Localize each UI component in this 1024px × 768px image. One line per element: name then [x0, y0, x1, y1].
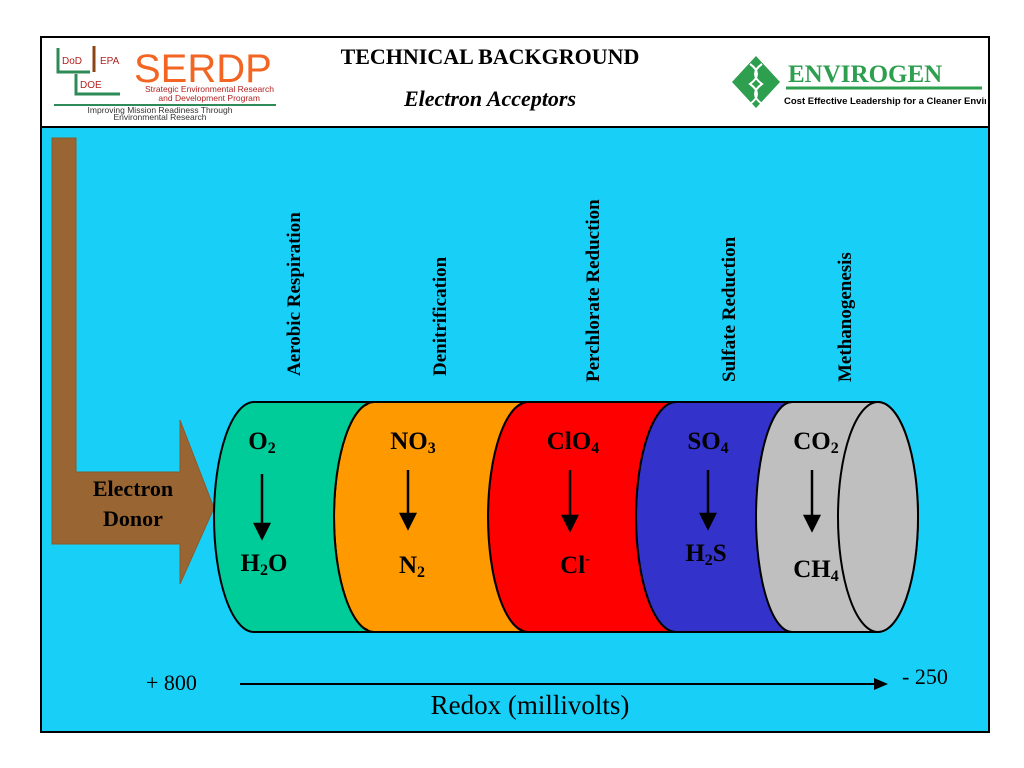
serdp-tagline1: Improving Mission Readiness Through — [88, 105, 233, 115]
process-label-methanogenesis: Methanogenesis — [835, 252, 856, 382]
process-label-denitrification: Denitrification — [430, 256, 451, 376]
electron-donor-label: Electron Donor — [70, 474, 196, 534]
arrow-methanogenesis — [802, 514, 822, 533]
donor-line1: Electron — [92, 476, 174, 501]
process-label-sulfate: Sulfate Reduction — [719, 236, 740, 382]
serdp-logo: DoD EPA DOE SERDP Strategic Environmenta… — [52, 44, 276, 120]
product-methanogenesis: CH4 — [793, 556, 839, 585]
arrow-aerobic — [252, 522, 272, 541]
envirogen-wordmark: ENVIROGEN — [788, 61, 942, 88]
acceptor-perchlorate: ClO4 — [546, 428, 600, 457]
acceptor-denitrification: NO3 — [390, 428, 436, 457]
acceptor-sulfate: SO4 — [687, 428, 729, 457]
serdp-line1: Strategic Environmental Research — [145, 84, 274, 94]
product-sulfate: H2S — [685, 540, 727, 569]
donor-line2: Donor — [103, 506, 163, 531]
segment-aerobic — [213, 401, 375, 633]
redox-axis-title: Redox (millivolts) — [430, 690, 630, 720]
acceptor-methanogenesis: CO2 — [793, 428, 839, 457]
redox-arrowhead — [874, 678, 888, 690]
arrow-denitrification — [398, 512, 418, 531]
serdp-line2: and Development Program — [158, 93, 260, 103]
envirogen-logo: ENVIROGEN Cost Effective Leadership for … — [732, 56, 986, 108]
redox-high-label: + 800 — [146, 670, 197, 695]
doe-text: DOE — [80, 80, 102, 91]
arrow-perchlorate — [560, 514, 580, 533]
serdp-tagline2: Environmental Research — [113, 112, 206, 120]
process-label-aerobic: Aerobic Respiration — [284, 212, 305, 376]
epa-text: EPA — [100, 56, 120, 67]
product-aerobic: H2O — [240, 550, 288, 579]
product-perchlorate: Cl- — [560, 552, 590, 579]
acceptor-aerobic: O2 — [248, 428, 276, 457]
slide-header — [42, 38, 988, 128]
serdp-wordmark: SERDP — [134, 47, 272, 91]
envirogen-tagline: Cost Effective Leadership for a Cleaner … — [784, 96, 986, 107]
arrow-sulfate — [698, 512, 718, 531]
page-title: TECHNICAL BACKGROUND — [340, 44, 640, 69]
redox-low-label: - 250 — [902, 664, 948, 689]
page-subtitle: Electron Acceptors — [403, 86, 577, 111]
process-label-perchlorate: Perchlorate Reduction — [583, 199, 604, 382]
electron-donor-arrow — [51, 137, 215, 585]
cylinder-end-cap — [837, 401, 919, 633]
product-denitrification: N2 — [398, 552, 426, 581]
dod-text: DoD — [62, 56, 82, 67]
reaction-arrows — [252, 470, 822, 541]
